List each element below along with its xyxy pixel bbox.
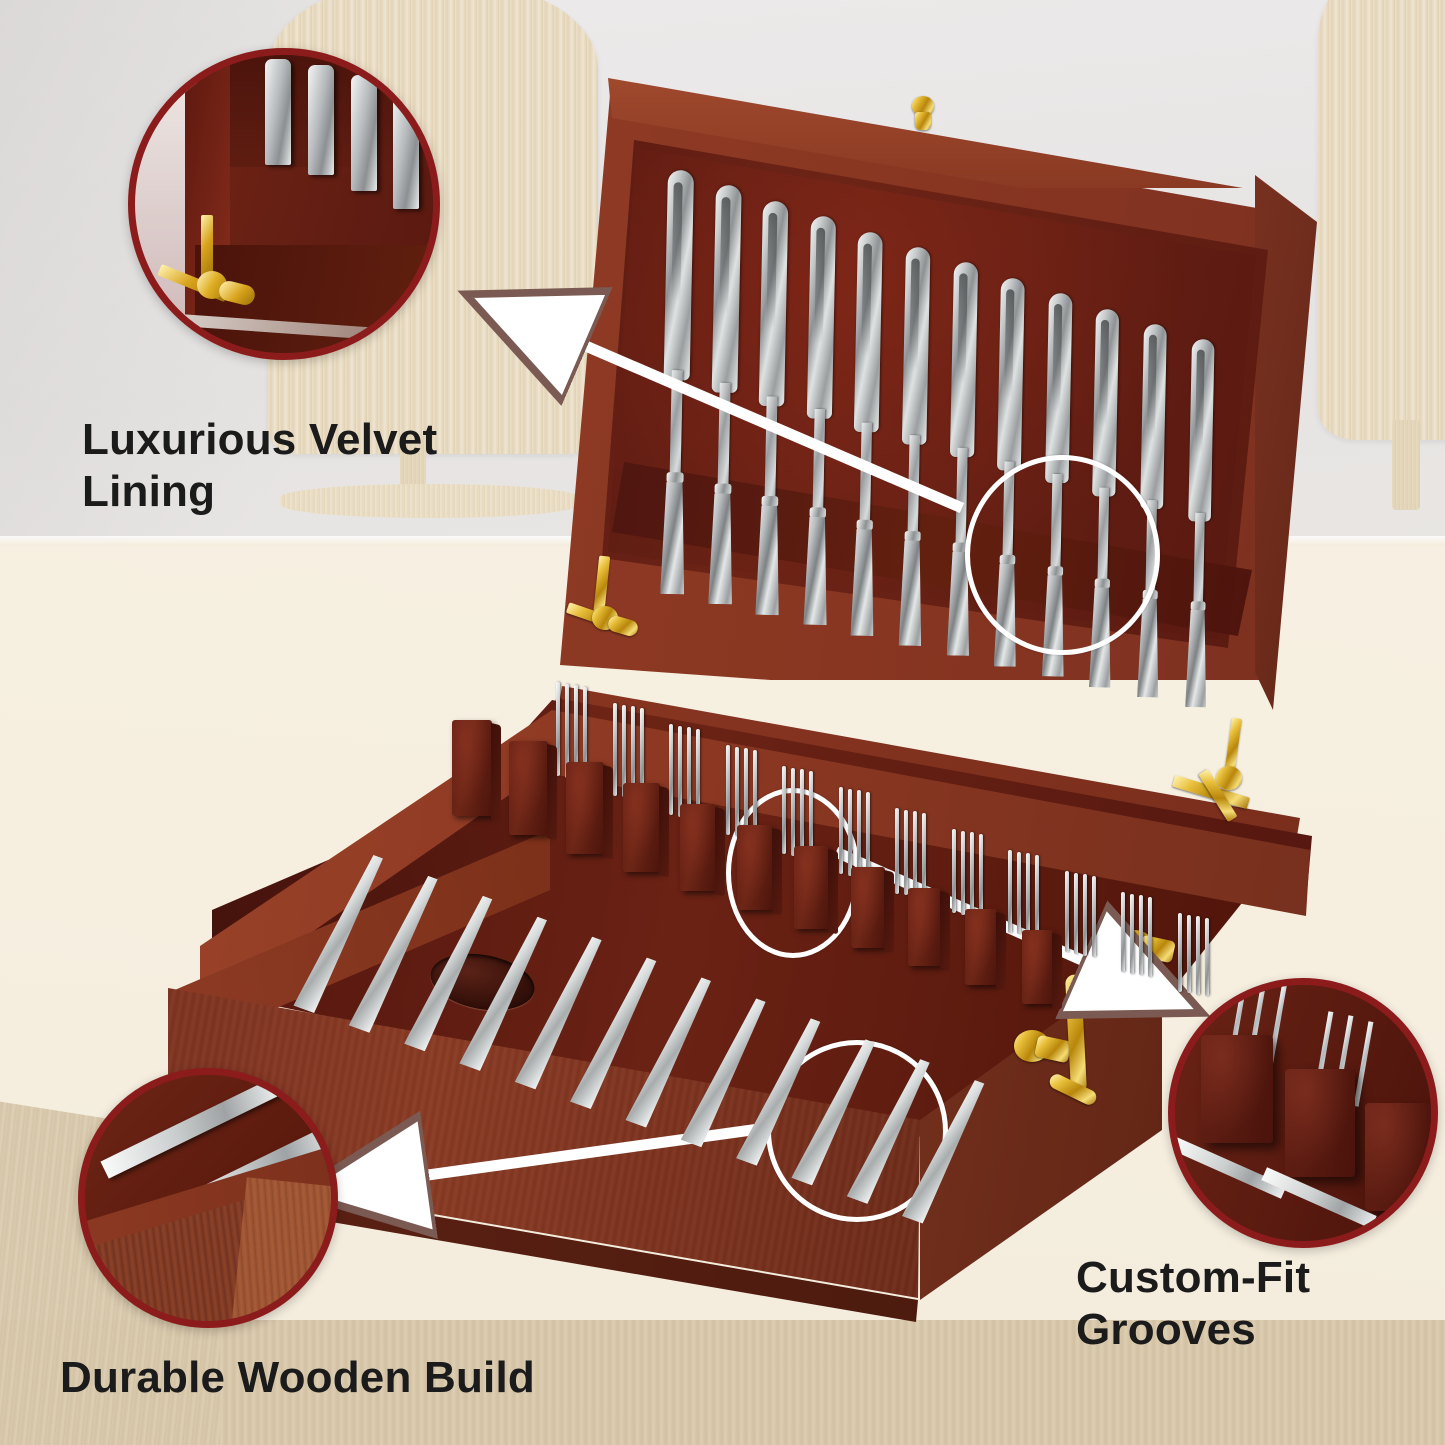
detail-circle-custom-fit-grooves xyxy=(1168,978,1438,1248)
detail-wood-scene xyxy=(85,1075,331,1321)
arrow-custom-fit-grooves xyxy=(833,846,1182,1004)
chair-back xyxy=(1318,0,1445,440)
detail-velvet-divider xyxy=(1201,1035,1273,1143)
detail-circle-velvet-lining xyxy=(128,48,440,360)
chair-seat xyxy=(280,484,580,518)
table-front-apron xyxy=(0,1320,1445,1445)
detail-grooves-scene xyxy=(1175,985,1431,1241)
label-wooden-build: Durable Wooden Build xyxy=(60,1353,535,1402)
label-velvet-lining: Luxurious Velvet Lining xyxy=(82,415,438,516)
detail-velvet-divider xyxy=(1365,1103,1431,1211)
background-chair-right xyxy=(1318,0,1445,510)
lid-knife-handles-ring xyxy=(965,455,1160,655)
detail-hinge-arm-icon xyxy=(201,215,213,281)
chair-leg xyxy=(1392,420,1420,510)
label-custom-fit-grooves: Custom-Fit Grooves xyxy=(1076,1253,1311,1354)
detail-velvet-divider xyxy=(1285,1069,1355,1177)
detail-velvet-scene xyxy=(135,55,433,353)
arrow-velvet-lining xyxy=(486,303,965,514)
arrow-durable-wooden-build xyxy=(320,1128,767,1190)
detail-circle-wooden-build xyxy=(78,1068,338,1328)
